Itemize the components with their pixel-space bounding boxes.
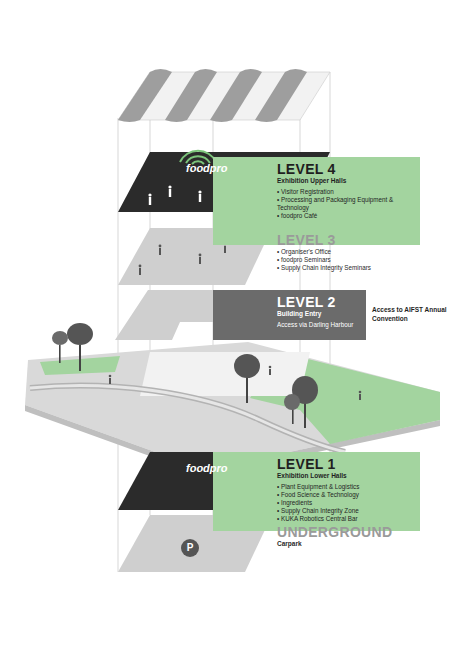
roof	[118, 69, 330, 122]
level-subtitle: Exhibition Upper Halls	[277, 177, 412, 186]
level-item: • Processing and Packaging Equipment & T…	[277, 196, 412, 212]
level-item: • KUKA Robotics Central Bar	[277, 515, 412, 523]
level-item: • Ingredients	[277, 499, 412, 507]
level-panel: LEVEL 4Exhibition Upper Halls • Visitor R…	[213, 157, 420, 245]
level-panel: LEVEL 2Building EntryAccess via Darling …	[213, 290, 366, 340]
level-item: • Food Science & Technology	[277, 491, 412, 499]
level-item: • Visitor Registration	[277, 188, 412, 196]
level-item: • foodpro Café	[277, 212, 412, 220]
level-subtitle: Exhibition Lower Halls	[277, 472, 412, 481]
level-item: • Supply Chain Integrity Zone	[277, 507, 412, 515]
parking-letter: P	[182, 540, 198, 556]
level-heading: LEVEL 4	[277, 161, 412, 177]
level-panel: UNDERGROUNDCarpark	[276, 522, 426, 555]
level-panel: LEVEL 3• Organiser's Office• foodpro Sem…	[276, 230, 426, 276]
level-item: • foodpro Seminars	[277, 256, 422, 264]
level-panel: LEVEL 1Exhibition Lower Halls • Plant Equ…	[213, 452, 420, 531]
level-subtitle: Carpark	[277, 540, 422, 549]
logo-text: foodpro	[186, 462, 228, 474]
level-item: Access via Darling Harbour	[277, 321, 358, 329]
logo-text: foodpro	[186, 162, 228, 174]
level-item: • Plant Equipment & Logistics	[277, 483, 412, 491]
level-heading: LEVEL 2	[277, 294, 358, 310]
level-heading: LEVEL 1	[277, 456, 412, 472]
level-heading: UNDERGROUND	[277, 524, 422, 540]
parking-symbol	[181, 539, 199, 557]
level-heading: LEVEL 3	[277, 232, 422, 248]
side-note: Access to AIFST Annual Convention	[372, 306, 456, 323]
level-item: • Organiser's Office	[277, 248, 422, 256]
level-subtitle: Building Entry	[277, 310, 358, 319]
level-item: • Supply Chain Integrity Seminars	[277, 264, 422, 272]
